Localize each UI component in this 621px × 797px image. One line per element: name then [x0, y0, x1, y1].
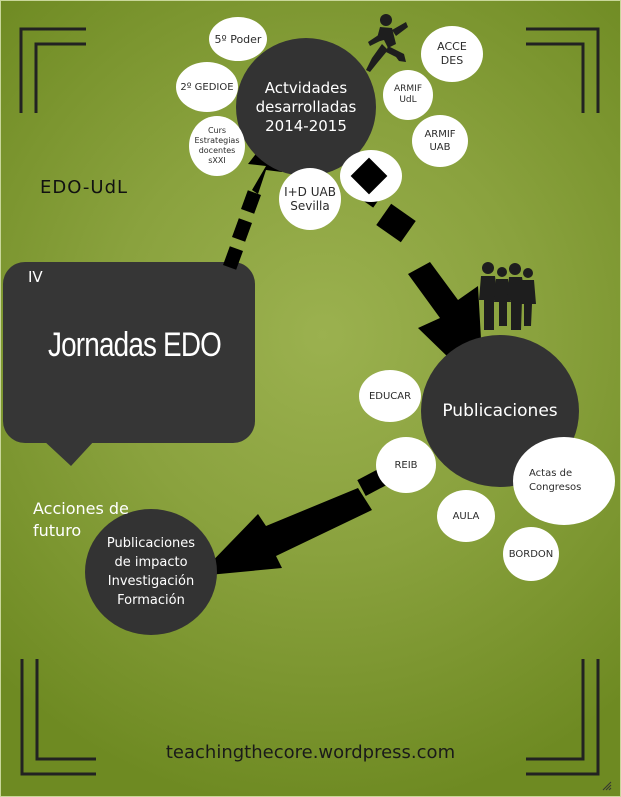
- satellite-imd: I+D UAB Sevilla: [279, 168, 341, 230]
- frame-corners: [19, 27, 600, 776]
- node-actividades: Actvidades desarrolladas 2014-2015: [236, 38, 376, 176]
- edition-number: IV: [28, 268, 43, 286]
- corner-top-right: [526, 27, 600, 113]
- satellite-gedioe: 2º GEDIOE: [176, 62, 238, 112]
- satellite-aula: AULA: [437, 490, 495, 542]
- node-futuro-label: Publicaciones de impacto Investigación F…: [106, 536, 196, 608]
- bubble-title: Jornadas EDO: [48, 326, 222, 364]
- corner-bottom-left: [20, 659, 96, 776]
- satellite-reib: REIB: [376, 437, 436, 493]
- side-label: EDO-UdL: [40, 177, 129, 198]
- resize-grip-icon: [602, 781, 612, 791]
- corner-bottom-right: [526, 659, 600, 776]
- satellite-quinto-poder: 5º Poder: [209, 17, 267, 61]
- future-label: Acciones de futuro: [33, 499, 129, 540]
- corner-top-left: [19, 27, 86, 113]
- satellite-actas: Actas de Congresos: [513, 437, 615, 525]
- satellite-bordon: BORDON: [503, 527, 559, 581]
- satellite-acces: ACCE DES: [421, 26, 483, 82]
- satellite-armif-udl: ARMIF UdL: [383, 70, 433, 120]
- running-person-icon: [366, 14, 408, 72]
- satellite-armif-uab: ARMIF UAB: [412, 115, 468, 167]
- node-publicaciones-label: Publicaciones: [442, 401, 558, 421]
- group-of-people-icon: [479, 262, 536, 330]
- satellite-educar: EDUCAR: [359, 370, 421, 422]
- satellite-diamond-node: [340, 150, 402, 202]
- satellite-curs: Curs Estrategias docentes sXXI: [189, 116, 245, 176]
- footer-url: teachingthecore.wordpress.com: [165, 742, 456, 763]
- node-actividades-label: Actvidades desarrolladas 2014-2015: [255, 78, 357, 135]
- speech-bubble: [3, 262, 255, 466]
- node-futuro: Publicaciones de impacto Investigación F…: [85, 509, 217, 635]
